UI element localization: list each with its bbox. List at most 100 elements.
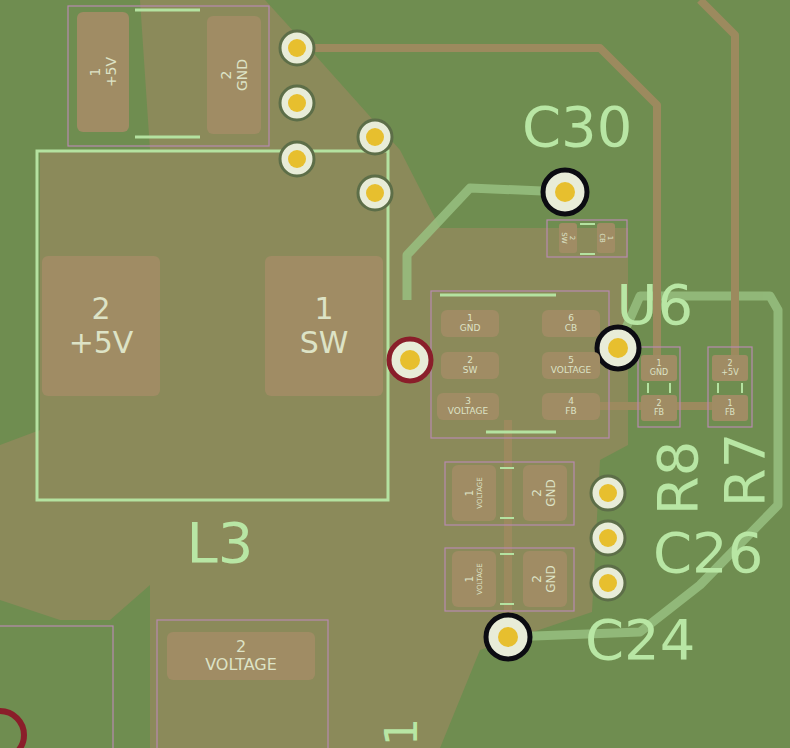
reference-designator: 1 [380, 718, 424, 746]
smd-pad: 1FB [712, 395, 748, 421]
drill [400, 350, 420, 370]
footprint-outline [445, 548, 574, 611]
net-name: FB [565, 406, 576, 416]
trace [700, 0, 735, 372]
smd-pad: 2VOLTAGE [167, 632, 315, 680]
header-pin [591, 476, 625, 510]
drill [366, 184, 384, 202]
silk-line [135, 9, 200, 12]
silk-line [669, 383, 671, 393]
smd-pad: 5VOLTAGE [542, 352, 600, 379]
pin-number: 2 [531, 575, 545, 583]
pin-number: 2 [218, 71, 234, 80]
net-name: GND [460, 323, 481, 333]
reference-designator: C26 [653, 525, 763, 581]
net-name: +5V [69, 326, 134, 361]
footprint-outline [547, 220, 627, 257]
inductor-outline [37, 151, 388, 500]
via [389, 339, 431, 381]
pin-number: 2 [91, 292, 110, 327]
net-name: CB [565, 323, 577, 333]
smd-pad: 2+5V [712, 355, 748, 381]
net-name: VOLTAGE [476, 563, 484, 594]
drill [366, 128, 384, 146]
zone-outlines [407, 188, 778, 637]
header-pin [280, 31, 314, 65]
header-pin [591, 521, 625, 555]
footprint-outline [0, 626, 113, 748]
drill [599, 574, 617, 592]
silk-line [440, 294, 556, 297]
reference-designator: C24 [585, 612, 695, 668]
zone-edge [407, 188, 565, 300]
smd-pad: 2GND [207, 16, 261, 134]
footprint-outline [431, 291, 609, 438]
net-name: VOLTAGE [551, 365, 591, 375]
footprint-outline [157, 620, 328, 748]
reference-designator: L3 [187, 515, 254, 571]
pin-number: 2 [656, 399, 661, 408]
net-name: FB [725, 408, 735, 417]
net-name: SW [463, 365, 478, 375]
reference-designator: C30 [522, 99, 632, 155]
smd-pad: 6CB [542, 310, 600, 337]
silk-line [580, 223, 595, 225]
reference-designator: R7 [717, 433, 773, 508]
pin-number: 2 [568, 236, 576, 240]
pin-number: 1 [606, 236, 614, 240]
header-pin [358, 176, 392, 210]
drill [288, 150, 306, 168]
via [486, 615, 530, 659]
silk-line [500, 517, 514, 519]
pin-number: 2 [467, 355, 473, 365]
net-name: +5V [103, 57, 119, 87]
pin-number: 1 [314, 292, 333, 327]
footprint-outline [68, 6, 269, 146]
silk-line [500, 553, 514, 555]
drill [599, 529, 617, 547]
silk-line [580, 253, 595, 255]
net-name: GND [234, 59, 250, 91]
footprint-outline [445, 462, 574, 525]
drill [608, 338, 628, 358]
net-name: VOLTAGE [476, 477, 484, 508]
pin-number: 3 [465, 396, 471, 406]
silk-line [717, 383, 719, 393]
net-name: SW [300, 326, 349, 361]
net-name: CB [598, 233, 606, 243]
net-name: VOLTAGE [448, 406, 488, 416]
smd-pad: 2SW [559, 223, 577, 253]
smd-pad: 2FB [641, 395, 677, 421]
pin-number: 2 [236, 638, 246, 656]
via [0, 711, 24, 748]
silk-line [135, 136, 200, 139]
pin-number: 2 [531, 489, 545, 497]
pin-number: 1 [727, 399, 732, 408]
silk-line [647, 383, 649, 393]
via [597, 327, 639, 369]
smd-pad: 3VOLTAGE [437, 393, 499, 420]
silkscreen [37, 10, 742, 604]
drill [555, 182, 575, 202]
courtyards [0, 6, 752, 748]
net-name: GND [545, 479, 559, 507]
drill [599, 484, 617, 502]
smd-pad: 1CB [597, 223, 615, 253]
smd-pad: 1VOLTAGE [452, 465, 496, 521]
header-pin [280, 86, 314, 120]
pin-number: 6 [568, 313, 574, 323]
footprint-outline [638, 347, 680, 427]
through-holes [0, 31, 639, 748]
net-name: SW [560, 232, 568, 243]
smd-pad: 4FB [542, 393, 600, 420]
silk-line [486, 431, 556, 434]
header-pin [358, 120, 392, 154]
drill [288, 39, 306, 57]
pin-number: 2 [727, 359, 732, 368]
footprint-outline [708, 347, 752, 427]
pin-number: 4 [568, 396, 574, 406]
smd-pad: 1+5V [77, 12, 129, 132]
pin-number: 1 [467, 313, 473, 323]
pin-number: 5 [568, 355, 574, 365]
zone-edge [508, 296, 778, 637]
